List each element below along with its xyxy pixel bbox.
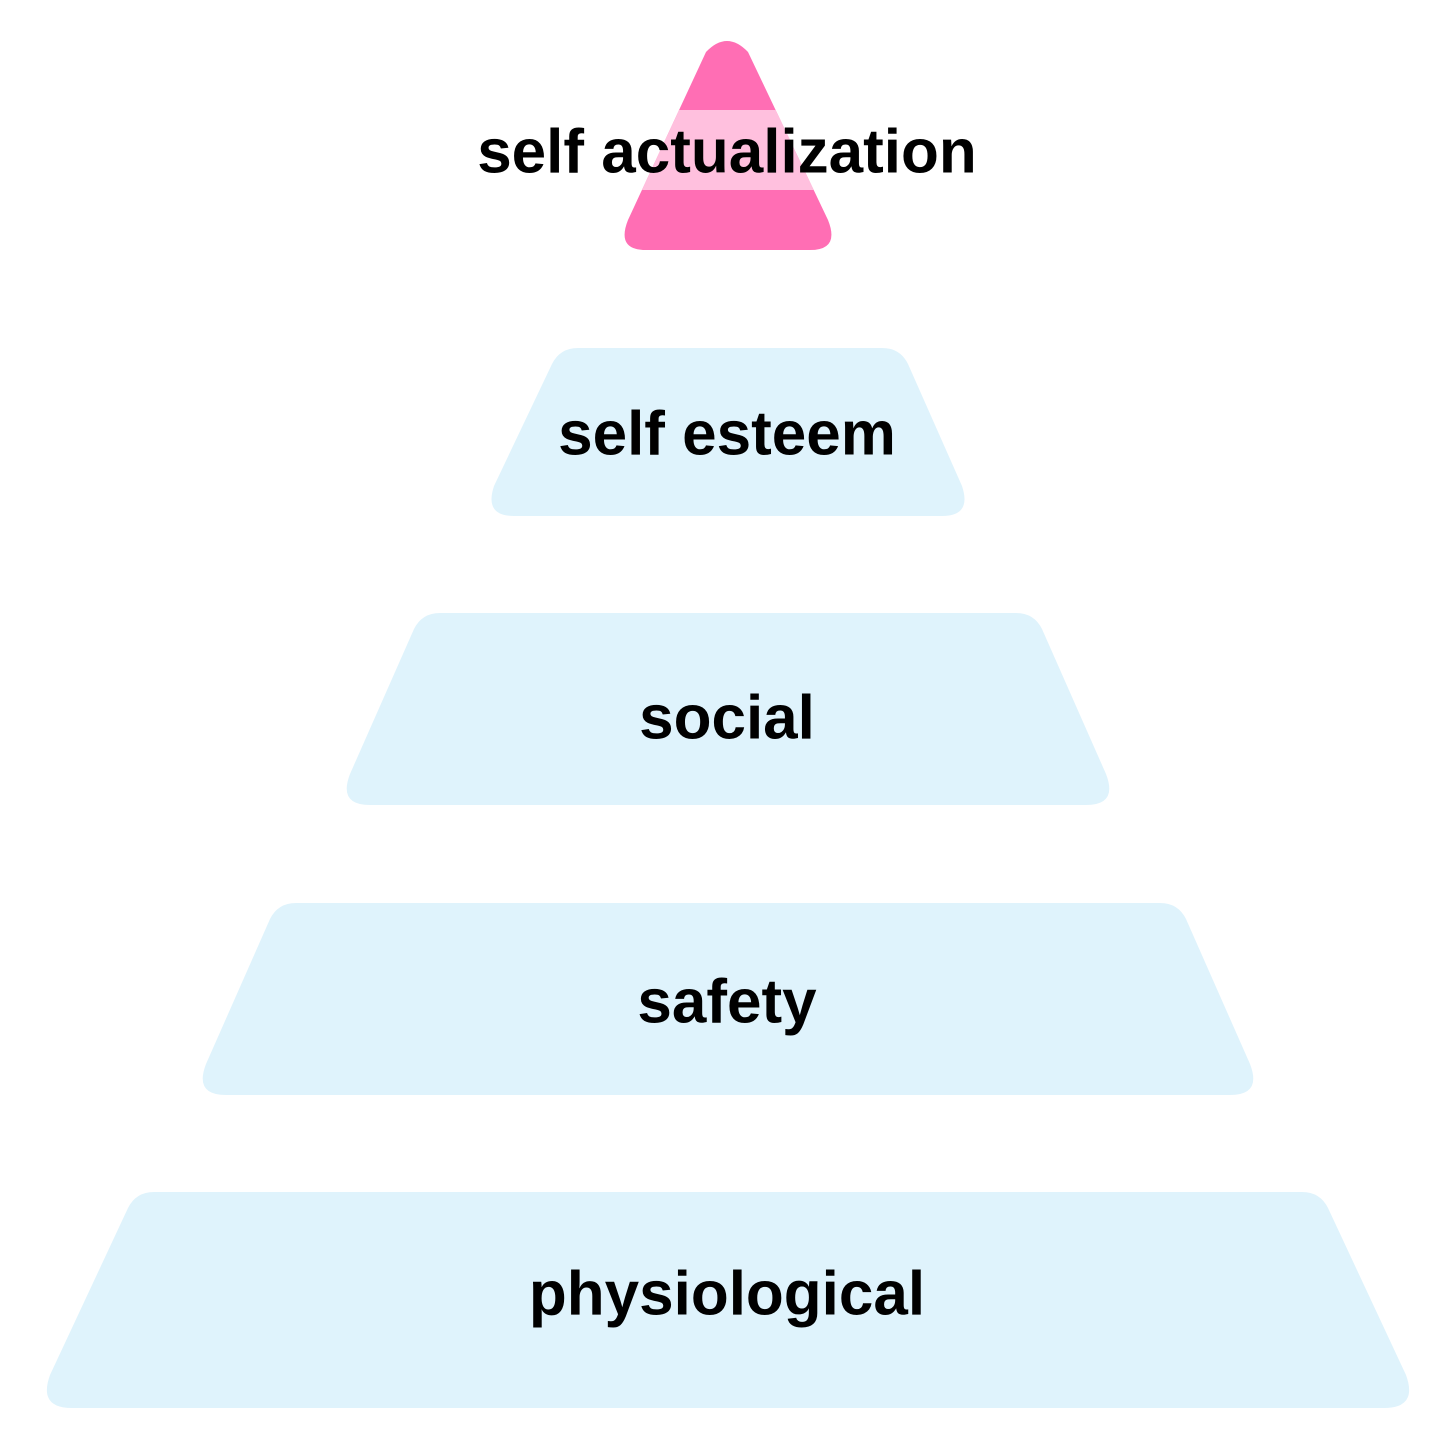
tier-physiological-shape (46, 1192, 1410, 1408)
tier-physiological-label: physiological (529, 1260, 925, 1329)
tier-self-actualization: self actualization (477, 41, 977, 250)
tier-physiological: physiological (46, 1192, 1410, 1408)
tier-social: social (346, 613, 1110, 805)
tier-self-esteem-label: self esteem (558, 400, 896, 469)
tier-self-esteem-shape (491, 348, 965, 516)
tier-self-esteem: self esteem (491, 348, 965, 516)
tier-social-shape (346, 613, 1110, 805)
tier-safety: safety (202, 903, 1254, 1095)
tier-self-actualization-label: self actualization (477, 118, 977, 187)
tier-social-label: social (639, 684, 815, 753)
tier-safety-shape (202, 903, 1254, 1095)
tier-safety-label: safety (637, 968, 817, 1037)
